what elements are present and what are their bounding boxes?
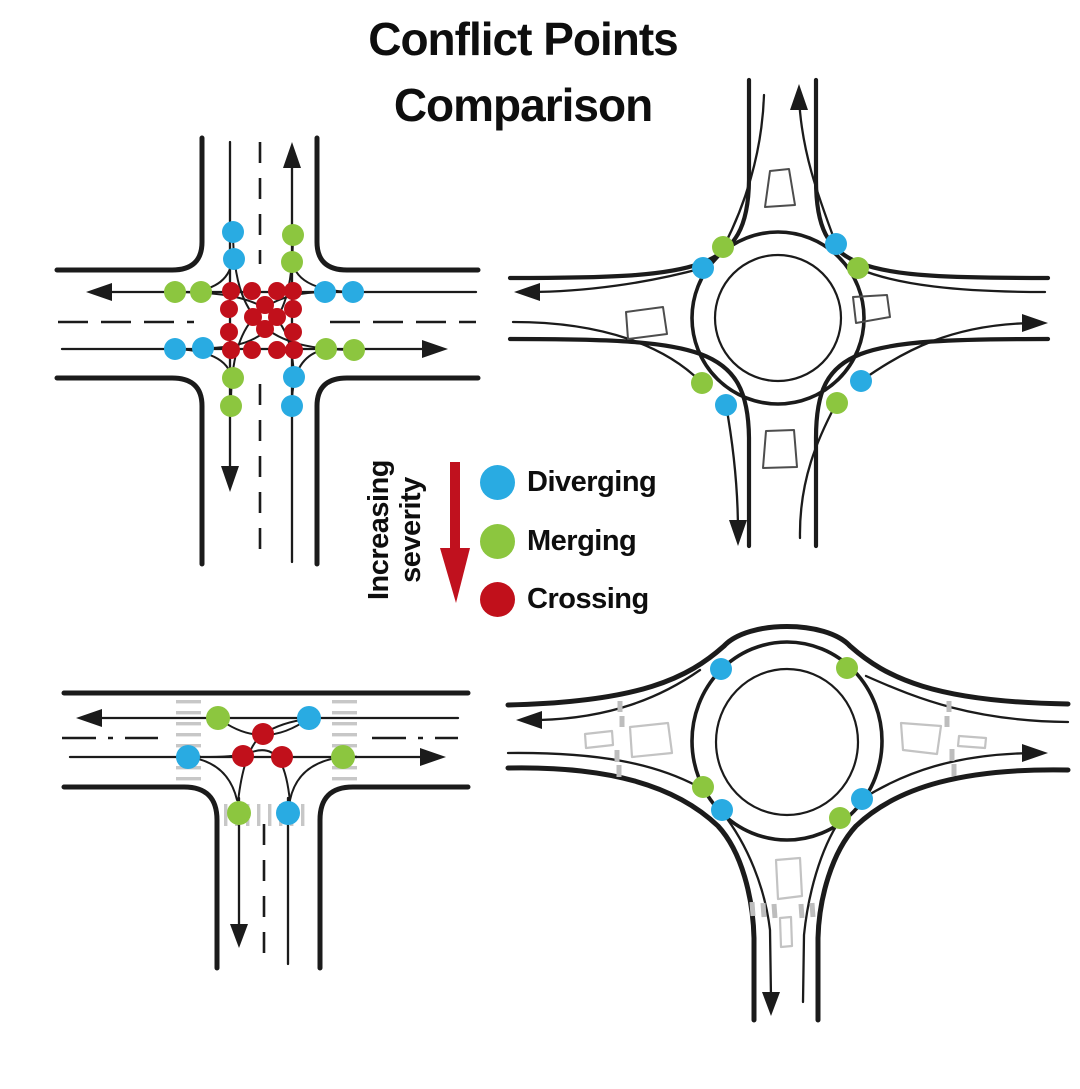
merging-dot-icon bbox=[480, 524, 515, 559]
conflict-point-diverging bbox=[222, 221, 244, 243]
page-title: Conflict Points Comparison bbox=[0, 6, 1046, 138]
conflict-point-crossing bbox=[285, 341, 303, 359]
conflict-point-diverging bbox=[281, 395, 303, 417]
conflict-point-crossing bbox=[268, 282, 286, 300]
conflict-point-crossing bbox=[284, 300, 302, 318]
conflict-point-crossing bbox=[256, 296, 274, 314]
conflict-point-crossing bbox=[284, 282, 302, 300]
conflict-point-merging bbox=[315, 338, 337, 360]
conflict-point-merging bbox=[206, 706, 230, 730]
conflict-point-crossing bbox=[232, 745, 254, 767]
title-line-1: Conflict Points bbox=[368, 13, 679, 65]
conflict-point-crossing bbox=[244, 308, 262, 326]
four-way-intersection bbox=[54, 135, 481, 567]
severity-arrow bbox=[440, 462, 470, 603]
conflict-point-diverging bbox=[692, 257, 714, 279]
conflict-point-crossing bbox=[220, 300, 238, 318]
conflict-points-roundabout bbox=[691, 233, 872, 416]
conflict-point-diverging bbox=[223, 248, 245, 270]
conflict-point-diverging bbox=[710, 658, 732, 680]
conflict-point-diverging bbox=[276, 801, 300, 825]
conflict-point-merging bbox=[692, 776, 714, 798]
conflict-point-crossing bbox=[222, 341, 240, 359]
severity-label: Increasing severity bbox=[363, 459, 427, 601]
conflict-points-mini-roundabout bbox=[692, 657, 873, 829]
conflict-point-merging bbox=[829, 807, 851, 829]
conflict-point-merging bbox=[826, 392, 848, 414]
conflict-point-merging bbox=[190, 281, 212, 303]
conflict-point-crossing bbox=[222, 282, 240, 300]
three-leg-roundabout bbox=[505, 624, 1071, 1023]
conflict-point-diverging bbox=[192, 337, 214, 359]
conflict-point-merging bbox=[164, 281, 186, 303]
t-intersection bbox=[61, 690, 471, 971]
yield-marks bbox=[614, 701, 957, 919]
conflict-point-merging bbox=[227, 801, 251, 825]
conflict-point-diverging bbox=[164, 338, 186, 360]
legend-label-diverging: Diverging bbox=[527, 466, 657, 498]
conflict-point-crossing bbox=[243, 341, 261, 359]
conflict-point-merging bbox=[282, 224, 304, 246]
conflict-point-crossing bbox=[252, 723, 274, 745]
conflict-points-t bbox=[176, 706, 355, 825]
conflict-point-diverging bbox=[283, 366, 305, 388]
diverging-dot-icon bbox=[480, 465, 515, 500]
conflict-point-merging bbox=[331, 745, 355, 769]
conflict-point-merging bbox=[343, 339, 365, 361]
conflict-point-crossing bbox=[284, 323, 302, 341]
conflict-point-crossing bbox=[243, 282, 261, 300]
conflict-point-diverging bbox=[176, 745, 200, 769]
conflict-point-crossing bbox=[271, 746, 293, 768]
conflict-point-diverging bbox=[297, 706, 321, 730]
conflict-point-crossing bbox=[268, 308, 286, 326]
conflict-point-diverging bbox=[851, 788, 873, 810]
conflict-point-crossing bbox=[220, 323, 238, 341]
conflict-point-diverging bbox=[825, 233, 847, 255]
legend-label-crossing: Crossing bbox=[527, 583, 649, 615]
conflict-point-crossing bbox=[256, 320, 274, 338]
conflict-point-merging bbox=[712, 236, 734, 258]
conflict-point-merging bbox=[222, 367, 244, 389]
conflict-point-merging bbox=[836, 657, 858, 679]
four-leg-roundabout bbox=[507, 77, 1051, 549]
conflict-point-merging bbox=[281, 251, 303, 273]
conflict-point-diverging bbox=[850, 370, 872, 392]
conflict-points-four-way bbox=[164, 221, 365, 417]
conflict-point-diverging bbox=[342, 281, 364, 303]
conflict-point-diverging bbox=[715, 394, 737, 416]
conflict-point-diverging bbox=[711, 799, 733, 821]
title-line-2: Comparison bbox=[393, 79, 653, 131]
conflict-point-merging bbox=[847, 257, 869, 279]
conflict-point-crossing bbox=[268, 341, 286, 359]
conflict-point-merging bbox=[691, 372, 713, 394]
conflict-point-merging bbox=[220, 395, 242, 417]
crossing-dot-icon bbox=[480, 582, 515, 617]
legend-label-merging: Merging bbox=[527, 525, 637, 557]
conflict-point-diverging bbox=[314, 281, 336, 303]
